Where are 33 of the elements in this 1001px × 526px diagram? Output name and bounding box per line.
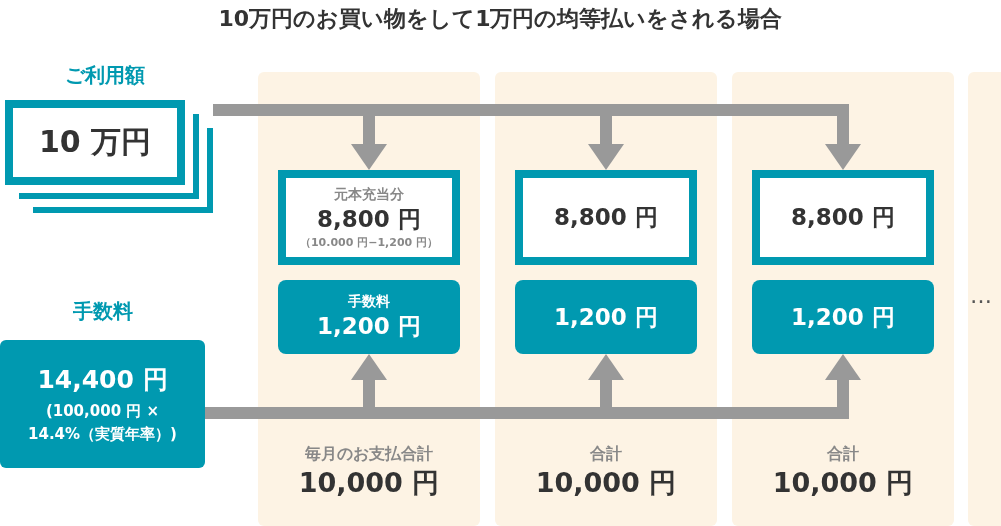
fee-box (515, 280, 697, 354)
fee-caption: 手数料 (71, 298, 134, 325)
monthly-total: 10,000 円 (535, 466, 677, 500)
total-heading: 毎月のお支払合計 (305, 444, 433, 465)
fee-formula: (100,000 円 × 14.4%（実質年率）) (27, 401, 178, 445)
fee-box (752, 280, 934, 354)
month-column (495, 72, 717, 526)
monthly-total: 10,000 円 (772, 466, 914, 500)
continuation-ellipsis: … (970, 283, 992, 308)
amount-caption: ご利用額 (64, 62, 146, 89)
diagram-title: 10万円のお買い物をして1万円の均等払いをされる場合 (217, 5, 784, 33)
fee-total-box (0, 340, 205, 468)
principal-box (278, 170, 460, 265)
principal-heading: 元本充当分 (334, 185, 404, 204)
fee-heading: 手数料 (348, 292, 390, 311)
fee-amount: 1,200 円 (317, 311, 421, 341)
fee-box (278, 280, 460, 354)
fee-amount: 1,200 円 (554, 302, 658, 332)
principal-box (515, 170, 697, 265)
fee-total-amount: 14,400 円 (37, 364, 168, 396)
month-column (968, 72, 1001, 526)
total-heading: 合計 (590, 444, 622, 465)
amount-value: 10 万円 (38, 123, 152, 161)
monthly-total: 10,000 円 (298, 466, 440, 500)
month-column (732, 72, 954, 526)
principal-amount: 8,800 円 (554, 203, 658, 232)
total-heading: 合計 (827, 444, 859, 465)
calculation-note: （10.000 円−1,200 円） (299, 234, 439, 250)
principal-box (752, 170, 934, 265)
principal-amount: 8,800 円 (317, 204, 421, 234)
month-column (258, 72, 480, 526)
principal-amount: 8,800 円 (791, 203, 895, 232)
fee-amount: 1,200 円 (791, 302, 895, 332)
